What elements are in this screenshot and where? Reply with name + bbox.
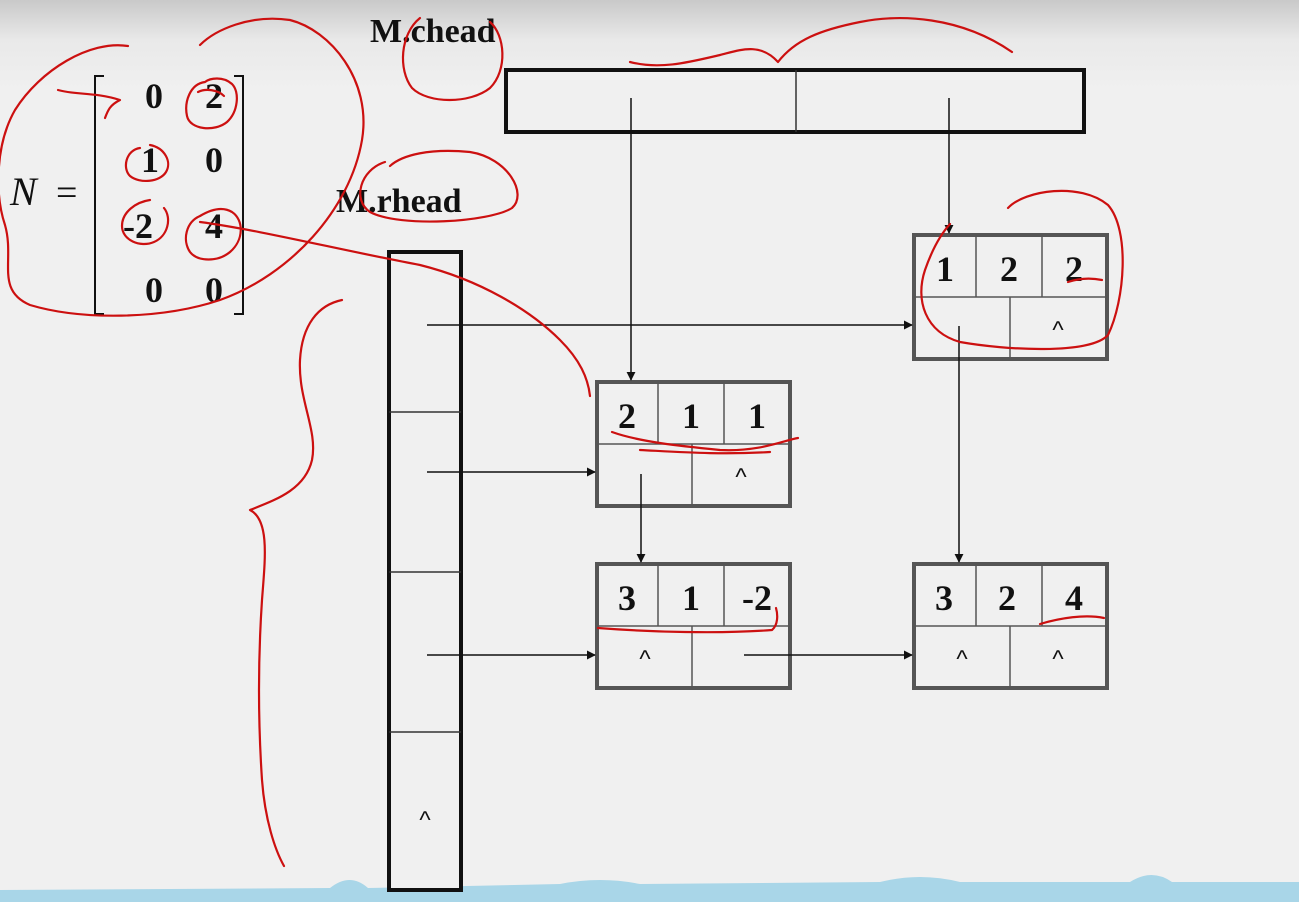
node-row1-col2: 1 2 2 ^ xyxy=(912,233,1109,361)
node-row2-col2: 3 2 4 ^ ^ xyxy=(912,562,1109,690)
matrix-cell: 2 xyxy=(205,76,223,116)
matrix-n: N = 0 2 1 0 -2 4 0 0 xyxy=(9,75,244,315)
matrix-name: N xyxy=(9,169,39,214)
row-head-array: ^ xyxy=(387,250,463,892)
node-row1-col1: 2 1 1 ^ xyxy=(595,380,792,508)
matrix-equals: = xyxy=(56,172,77,214)
node-col-index: 2 xyxy=(998,578,1016,618)
node-row2-col1: 3 1 -2 ^ xyxy=(595,562,792,690)
null-marker: ^ xyxy=(1052,646,1064,673)
node-col-index: 1 xyxy=(682,578,700,618)
red-ink-annotations xyxy=(0,16,1124,868)
null-marker: ^ xyxy=(639,646,651,673)
node-value: 4 xyxy=(1065,578,1083,618)
node-value: -2 xyxy=(742,578,772,618)
node-row-index: 1 xyxy=(936,249,954,289)
matrix-cell: 1 xyxy=(141,140,159,180)
right-bracket xyxy=(234,75,244,315)
node-value: 1 xyxy=(748,396,766,436)
matrix-cell: 0 xyxy=(145,76,163,116)
node-row-index: 3 xyxy=(618,578,636,618)
null-marker: ^ xyxy=(419,807,431,834)
matrix-cell: 4 xyxy=(205,206,223,246)
node-row-index: 3 xyxy=(935,578,953,618)
left-bracket xyxy=(94,75,104,315)
node-col-index: 1 xyxy=(682,396,700,436)
matrix-cell: 0 xyxy=(205,140,223,180)
matrix-cell: 0 xyxy=(145,270,163,310)
null-marker: ^ xyxy=(1052,317,1064,344)
column-head-array xyxy=(504,68,1086,134)
bottom-wave xyxy=(0,875,1299,902)
null-marker: ^ xyxy=(956,646,968,673)
pointer-arrows xyxy=(427,98,964,660)
null-marker: ^ xyxy=(735,464,747,491)
row-head-label: M.rhead xyxy=(336,183,462,220)
node-row-index: 2 xyxy=(618,396,636,436)
col-head-label: M.chead xyxy=(370,13,496,50)
node-col-index: 2 xyxy=(1000,249,1018,289)
